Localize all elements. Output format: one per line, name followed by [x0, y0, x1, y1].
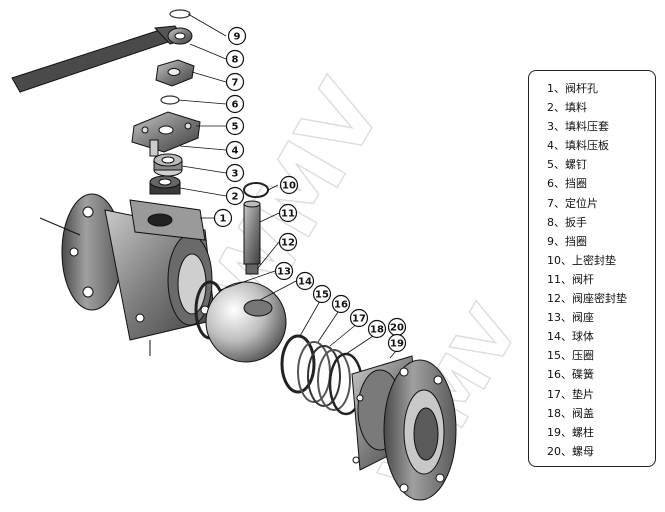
callout-circle [274, 261, 294, 281]
positioning-plate-part [155, 59, 195, 87]
retaining-ring-6-part [160, 95, 180, 105]
callout-circle [279, 175, 299, 195]
callout-circle [312, 284, 332, 304]
callout-number: 10 [282, 181, 296, 192]
legend-item: 14、球体 [547, 330, 594, 344]
parts-legend: 1、阀杆孔 2、填料 3、填料压套 4、填料压板 5、螺钉 6、挡圈 7、定位片 8、扳手 9、… [528, 70, 656, 467]
callout-number: 4 [232, 146, 239, 157]
callout-2: 2 [225, 186, 245, 206]
callout-number: 6 [232, 100, 239, 111]
legend-item: 16、碟簧 [547, 368, 594, 382]
callout-number: 8 [232, 55, 239, 66]
axis-line-left [39, 217, 81, 236]
legend-item: 4、填料压板 [547, 139, 609, 153]
legend-list: 1、阀杆孔 2、填料 3、填料压套 4、填料压板 5、螺钉 6、挡圈 7、定位片 8、扳手 9、… [547, 79, 655, 461]
callout-number: 18 [370, 325, 384, 336]
callout-number: 19 [390, 339, 404, 350]
legend-item: 11、阀杆 [547, 272, 594, 286]
legend-item: 15、压圈 [547, 349, 594, 363]
legend-item: 9、挡圈 [547, 234, 587, 248]
callout-circle [225, 49, 245, 69]
callout-number: 2 [232, 192, 239, 203]
gland-plate-part [131, 111, 201, 157]
callout-12: 12 [278, 232, 298, 252]
callout-circle [367, 319, 387, 339]
callout-15: 15 [312, 284, 332, 304]
legend-item: 6、挡圈 [547, 177, 587, 191]
legend-item: 10、上密封垫 [547, 253, 616, 267]
callout-circle [225, 94, 245, 114]
wrench-handle-part [11, 25, 193, 96]
callout-9: 9 [227, 26, 247, 46]
packing-gland-part [153, 153, 183, 177]
callout-5: 5 [225, 116, 245, 136]
callout-circle [213, 208, 233, 228]
callout-number: 1 [220, 214, 227, 225]
callout-number: 16 [334, 300, 348, 311]
legend-item: 3、填料压套 [547, 120, 609, 134]
legend-item: 2、填料 [547, 101, 587, 115]
callout-circle [225, 72, 245, 92]
callout-circle [331, 294, 351, 314]
legend-item: 20、螺母 [547, 444, 594, 458]
leader-lines [177, 13, 397, 359]
callout-20: 20 [387, 317, 407, 337]
legend-item: 17、垫片 [547, 387, 594, 401]
callout-number: 7 [232, 78, 239, 89]
callout-number: 12 [281, 238, 295, 249]
callout-circle [227, 26, 247, 46]
callout-number: 20 [390, 323, 404, 334]
callout-13: 13 [274, 261, 294, 281]
legend-item: 1、阀杆孔 [547, 82, 598, 95]
callout-11: 11 [278, 203, 298, 223]
legend-item: 19、螺柱 [547, 425, 594, 439]
callout-number: 9 [234, 32, 241, 43]
callout-19: 19 [387, 333, 407, 353]
callout-number: 14 [298, 277, 312, 288]
retaining-ring-part [169, 9, 191, 19]
callout-number: 5 [232, 122, 239, 133]
callout-number: 11 [281, 209, 295, 220]
legend-item: 12、阀座密封垫 [547, 292, 627, 306]
stem-part [243, 200, 261, 275]
legend-item: 7、定位片 [547, 196, 598, 210]
callout-18: 18 [367, 319, 387, 339]
callout-10: 10 [279, 175, 299, 195]
callout-1: 1 [213, 208, 233, 228]
callout-circle [349, 308, 369, 328]
callout-7: 7 [225, 72, 245, 92]
legend-item: 18、阀盖 [547, 406, 594, 420]
callout-circle [225, 116, 245, 136]
callout-circle [225, 163, 245, 183]
callout-4: 4 [225, 140, 245, 160]
callout-14: 14 [295, 271, 315, 291]
springs-part [280, 334, 364, 416]
callout-number: 15 [315, 290, 329, 301]
ball-part [205, 281, 287, 363]
callout-circle [295, 271, 315, 291]
callout-number: 3 [232, 169, 239, 180]
callout-8: 8 [225, 49, 245, 69]
callout-17: 17 [349, 308, 369, 328]
callout-number: 17 [352, 314, 366, 325]
callout-circle [278, 232, 298, 252]
callout-circle [278, 203, 298, 223]
callout-16: 16 [331, 294, 351, 314]
callout-circle [225, 186, 245, 206]
callout-3: 3 [225, 163, 245, 183]
legend-item: 5、螺钉 [547, 158, 587, 172]
legend-item: 8、扳手 [547, 215, 587, 229]
callout-6: 6 [225, 94, 245, 114]
callout-circle [225, 140, 245, 160]
bonnet-part [351, 355, 457, 501]
callout-number: 13 [277, 267, 291, 278]
packing-ring-part [149, 175, 181, 195]
callout-circle [387, 333, 407, 353]
legend-item: 13、阀座 [547, 311, 594, 325]
valve-body-part [61, 193, 216, 341]
